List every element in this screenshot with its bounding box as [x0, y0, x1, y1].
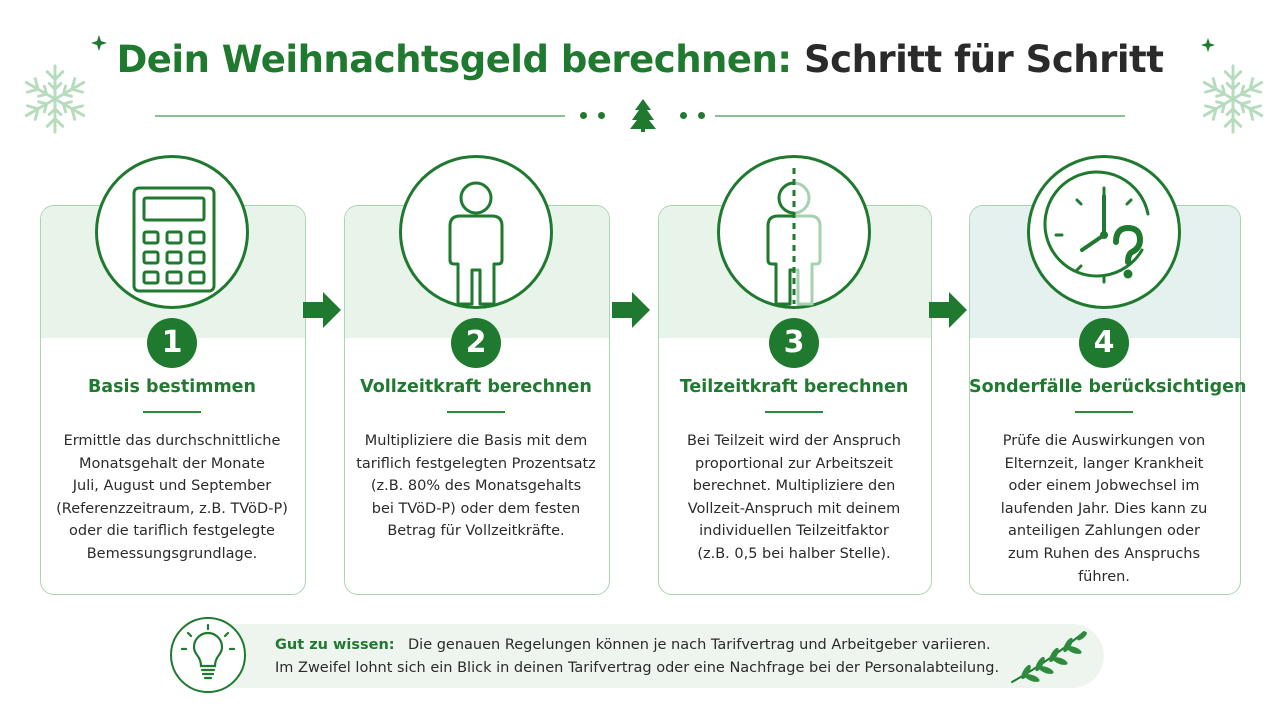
- desc-line: anteiligen Zahlungen oder: [1008, 523, 1200, 540]
- title-underline: [143, 411, 201, 413]
- tip-text-line-1: Die genauen Regelungen können je nach Ta…: [408, 637, 991, 653]
- step-description-4: Prüfe die Auswirkungen von Elternzeit, l…: [969, 430, 1239, 588]
- desc-line: führen.: [1078, 568, 1130, 585]
- icon-ring-4: [1027, 155, 1181, 309]
- step-title-3: Teilzeitkraft berechnen: [679, 377, 909, 397]
- desc-line: Multipliziere die Basis mit dem: [364, 433, 588, 449]
- step-number-3: 3: [769, 318, 819, 368]
- desc-line: oder einem Jobwechsel im: [1008, 478, 1200, 495]
- half-person-icon: [766, 168, 822, 306]
- desc-line: Elternzeit, langer Krankheit: [1004, 455, 1204, 472]
- desc-line: tariflich festgelegten Prozentsatz: [356, 455, 596, 472]
- divider-dot: [598, 112, 605, 119]
- arrow-right-icon: [929, 292, 967, 328]
- leaf-sprig-icon: [1011, 631, 1087, 683]
- tip-text-line-2: Im Zweifel lohnt sich ein Blick in deine…: [275, 660, 1000, 676]
- page-title: Dein Weihnachtsgeld berechnen: Schritt f…: [0, 38, 1280, 81]
- sparkle-icon-right: [1200, 37, 1216, 53]
- title-underline: [765, 411, 823, 413]
- desc-line: Betrag für Vollzeitkräfte.: [387, 523, 565, 540]
- clock-question-icon: [1043, 170, 1150, 284]
- step-card-2: [344, 205, 610, 595]
- snowflake-icon-left: [20, 64, 90, 134]
- desc-line: individuellen Teilzeitfaktor: [699, 523, 889, 540]
- step-title-2: Vollzeitkraft berechnen: [360, 377, 592, 397]
- step-description-3: Bei Teilzeit wird der Anspruch proportio…: [658, 430, 930, 566]
- title-highlight: Dein Weihnachtsgeld berechnen:: [116, 38, 793, 81]
- desc-line: Ermittle das durchschnittliche: [63, 433, 281, 449]
- desc-line: proportional zur Arbeitszeit: [695, 455, 893, 472]
- divider-dot: [680, 112, 687, 119]
- step-title-1: Basis bestimmen: [87, 377, 257, 397]
- desc-line: Juli, August und September: [72, 478, 272, 495]
- desc-line: Bemessungsgrundlage.: [86, 545, 258, 562]
- desc-line: Prüfe die Auswirkungen von: [1002, 433, 1206, 449]
- step-title-4: Sonderfälle berücksichtigen: [969, 377, 1247, 397]
- person-icon: [448, 181, 504, 306]
- desc-line: (Referenzzeitraum, z.B. TVöD-P): [56, 500, 288, 517]
- tip-label: Gut zu wissen:: [275, 637, 395, 653]
- sparkle-icon-left: [91, 35, 107, 51]
- step-number-2: 2: [451, 318, 501, 368]
- divider-line-right: [715, 115, 1125, 117]
- desc-line: laufenden Jahr. Dies kann zu: [1000, 500, 1208, 517]
- step-description-2: Multipliziere die Basis mit dem tariflic…: [344, 430, 608, 543]
- desc-line: berechnet. Multipliziere den: [692, 478, 896, 495]
- desc-line: bei TVöD-P) oder dem festen: [371, 500, 581, 517]
- icon-ring-1: [95, 155, 249, 309]
- lightbulb-icon: [180, 623, 236, 680]
- tip-icon-ring: [170, 617, 246, 693]
- calculator-icon: [132, 186, 216, 293]
- desc-line: Monatsgehalt der Monate: [79, 455, 265, 472]
- desc-line: zum Ruhen des Anspruchs: [1007, 545, 1201, 562]
- divider-line-left: [155, 115, 565, 117]
- desc-line: Bei Teilzeit wird der Anspruch: [686, 433, 902, 449]
- tip-box: [178, 624, 1104, 688]
- icon-ring-2: [399, 155, 553, 309]
- arrow-right-icon: [303, 292, 341, 328]
- desc-line: (z.B. 80% des Monatsgehalts: [370, 478, 582, 495]
- step-description-1: Ermittle das durchschnittliche Monatsgeh…: [40, 430, 304, 566]
- desc-line: oder die tariflich festgelegte: [69, 523, 275, 540]
- tree-icon: [630, 99, 656, 132]
- desc-line: (z.B. 0,5 bei halber Stelle).: [697, 545, 891, 562]
- divider-dot: [580, 112, 587, 119]
- snowflake-icon-right: [1198, 64, 1268, 134]
- arrow-right-icon: [612, 292, 650, 328]
- desc-line: Vollzeit-Anspruch mit deinem: [687, 500, 901, 517]
- icon-ring-3: [717, 155, 871, 309]
- title-underline: [1075, 411, 1133, 413]
- divider-dot: [698, 112, 705, 119]
- title-underline: [447, 411, 505, 413]
- step-number-4: 4: [1079, 318, 1129, 368]
- title-rest: Schritt für Schritt: [804, 38, 1164, 81]
- step-number-1: 1: [147, 318, 197, 368]
